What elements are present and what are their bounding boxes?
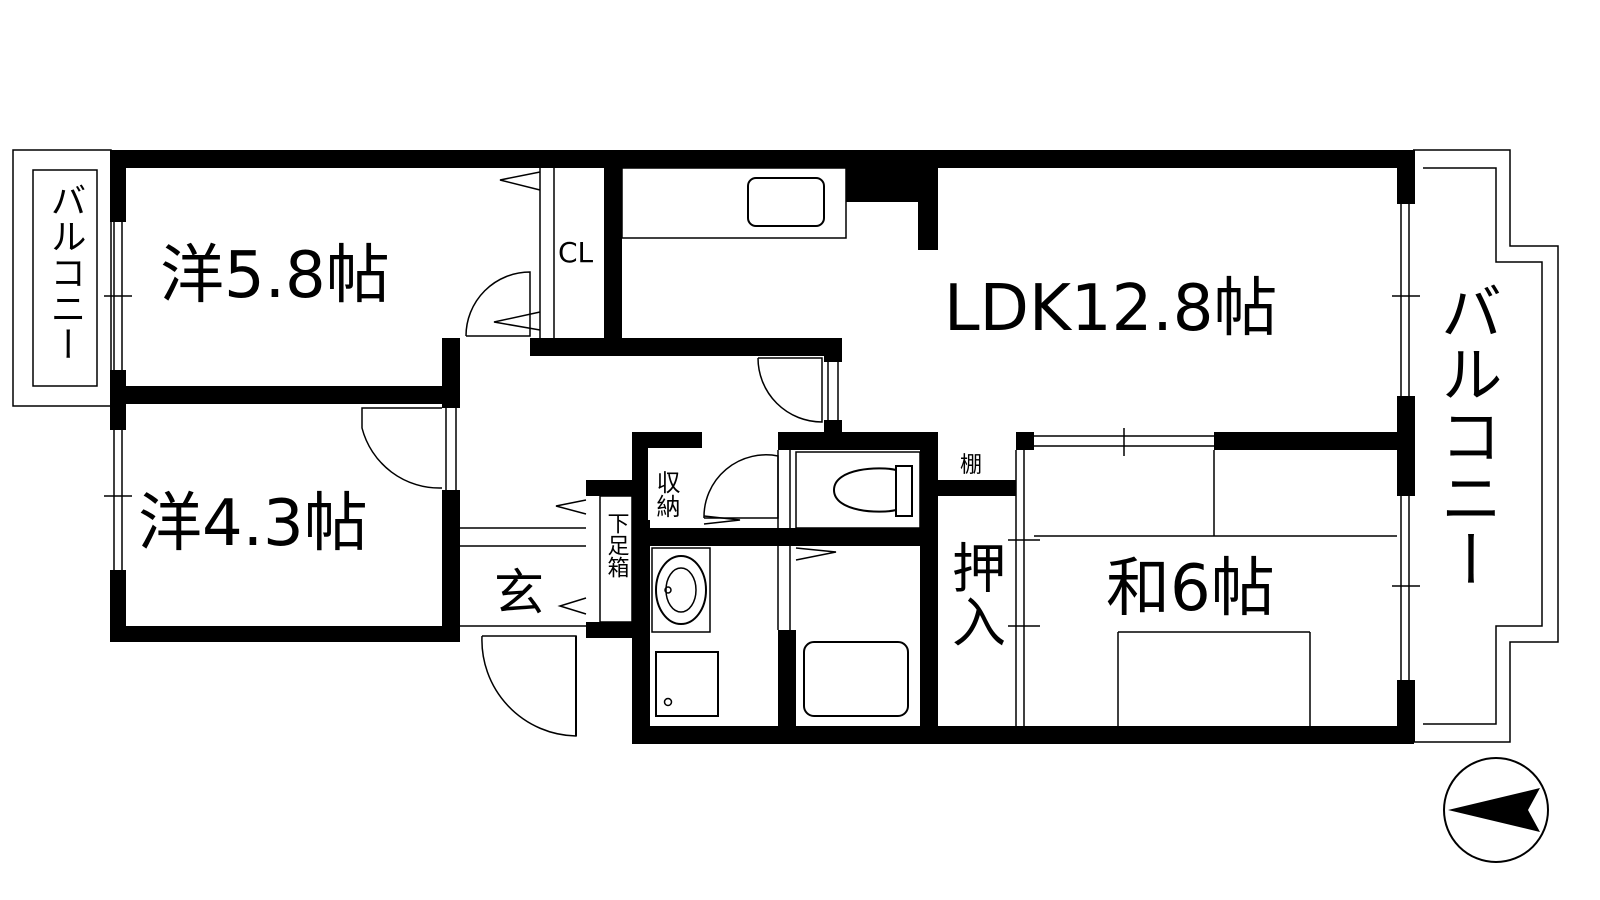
doors bbox=[361, 171, 837, 737]
balcony-right bbox=[1413, 149, 1559, 743]
shoe-box-label: 下足箱 bbox=[604, 512, 630, 578]
room-label-western-4-3: 洋4.3帖 bbox=[138, 487, 368, 561]
fixtures bbox=[651, 177, 921, 717]
closet-label: CL bbox=[558, 236, 594, 269]
oshiire-label: 押入 bbox=[943, 540, 1006, 648]
balcony-left bbox=[12, 149, 112, 407]
north-arrow-icon bbox=[1443, 757, 1549, 863]
room-label-western-5-8: 洋5.8帖 bbox=[160, 239, 390, 313]
kitchen-sink-icon bbox=[747, 177, 825, 227]
washing-machine-icon bbox=[655, 651, 719, 717]
balcony-left-label: バルコニー bbox=[45, 182, 86, 362]
entrance-label: 玄 bbox=[494, 564, 544, 622]
toilet-icon bbox=[795, 451, 921, 529]
windows bbox=[104, 167, 1420, 726]
storage-label: 収納 bbox=[652, 470, 680, 518]
room-label-japanese: 和6帖 bbox=[1106, 552, 1275, 626]
shelf-label: 棚 bbox=[960, 453, 982, 478]
walls bbox=[110, 150, 1415, 744]
washbasin-icon bbox=[651, 547, 711, 633]
room-label-ldk: LDK12.8帖 bbox=[944, 272, 1277, 346]
balcony-right-label: バルコニー bbox=[1430, 280, 1503, 590]
bathtub-icon bbox=[803, 641, 909, 717]
